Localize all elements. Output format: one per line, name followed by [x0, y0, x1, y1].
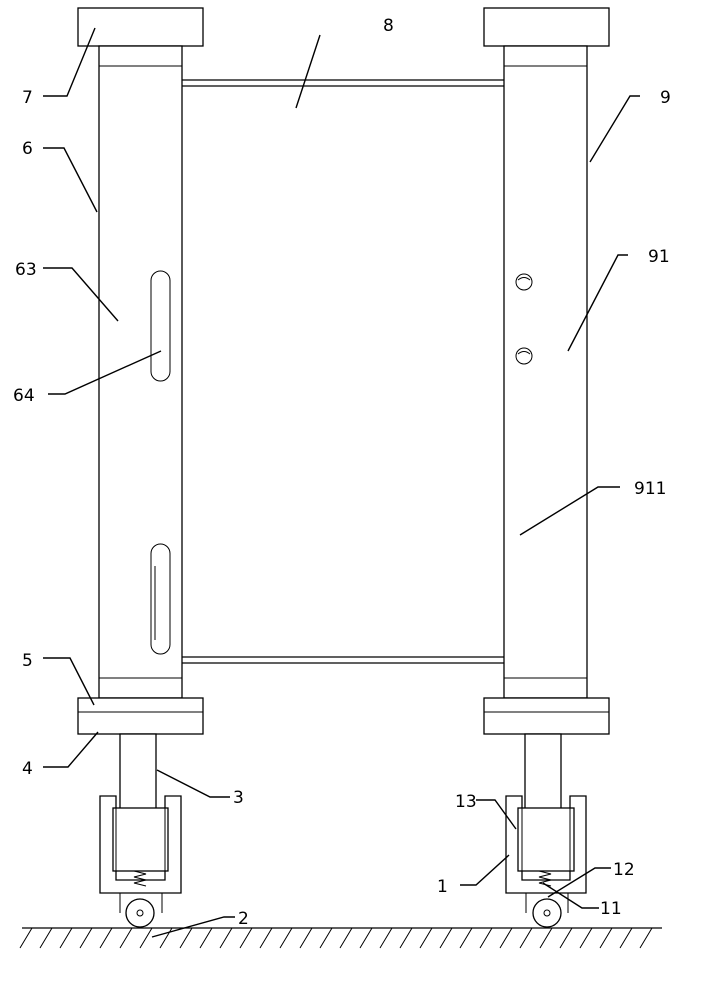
left-sleeve: [99, 795, 182, 894]
label-911: 911: [634, 479, 666, 499]
label-12: 12: [613, 860, 635, 880]
left-leg-rod: [119, 733, 157, 811]
label-11: 11: [600, 899, 622, 919]
upper-pin-hole: [515, 273, 533, 291]
label-8: 8: [383, 16, 394, 36]
right-wheel: [525, 893, 569, 928]
lower-pin-hole: [515, 347, 533, 365]
right-leg-rod: [524, 733, 562, 811]
left-wheel: [119, 893, 163, 928]
right-base: [483, 697, 610, 735]
right-top-cap: [483, 7, 610, 47]
label-91: 91: [648, 247, 670, 267]
label-6: 6: [22, 139, 33, 159]
label-1: 1: [437, 877, 448, 897]
right-sleeve: [505, 795, 587, 894]
label-9: 9: [660, 88, 671, 108]
label-63: 63: [15, 260, 37, 280]
left-spring: [133, 870, 147, 887]
label-13: 13: [455, 792, 477, 812]
center-panel: [182, 79, 504, 664]
label-2: 2: [238, 909, 249, 929]
right-spring: [538, 870, 552, 887]
lower-slot: [150, 543, 171, 655]
left-top-cap: [77, 7, 204, 47]
label-3: 3: [233, 788, 244, 808]
upper-slot: [150, 270, 171, 382]
leader-lines: [43, 27, 640, 938]
reference-labels: 7 8 9 6 63 64 91 911 5 4 3 13 1 12 11 2: [13, 16, 671, 929]
label-5: 5: [22, 651, 33, 671]
ground-hatch: [19, 927, 662, 949]
label-64: 64: [13, 386, 35, 406]
label-4: 4: [22, 759, 33, 779]
right-column: [503, 45, 588, 699]
left-base: [77, 697, 204, 735]
label-7: 7: [22, 88, 33, 108]
